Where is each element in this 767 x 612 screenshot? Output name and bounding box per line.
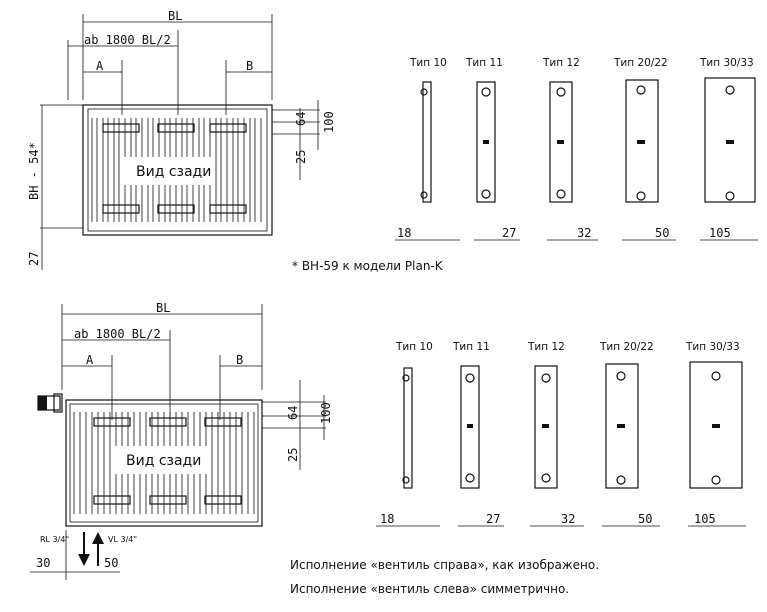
bottom-dim-30: 30: [36, 556, 50, 570]
top-depth-50: 50: [655, 226, 669, 240]
top-depth-27: 27: [502, 226, 516, 240]
top-b-label: B: [246, 59, 253, 73]
note-valve-left: Исполнение «вентиль слева» симметрично.: [290, 582, 570, 596]
bottom-type-profiles: Тип 10 Тип 11 Тип 12 Тип 20/22 Тип 30/33…: [376, 341, 746, 527]
top-type-11: Тип 11: [465, 57, 503, 69]
bottom-bl-label: BL: [156, 301, 170, 315]
top-depth-105: 105: [709, 226, 731, 240]
top-dim-27: 27: [27, 252, 41, 266]
bottom-dim-64: 64: [286, 406, 300, 420]
rl-label: RL 3/4": [40, 535, 69, 544]
bottom-ab-label: ab 1800 BL/2: [74, 327, 161, 341]
bottom-depth-105: 105: [694, 512, 716, 526]
bottom-dim-100: 100: [319, 402, 333, 424]
bottom-b-label: B: [236, 353, 243, 367]
bottom-type-12: Тип 12: [527, 341, 565, 353]
bottom-depth-50: 50: [638, 512, 652, 526]
bottom-radiator-drawing: BL ab 1800 BL/2 A B Вид сзади 64: [30, 301, 333, 580]
top-dim-bh: BH - 54*: [27, 142, 41, 200]
top-radiator-drawing: BL ab 1800 BL/2 A B Вид сзади: [27, 9, 336, 270]
top-ab-label: ab 1800 BL/2: [84, 33, 171, 47]
vl-label: VL 3/4": [108, 535, 137, 544]
top-type-10: Тип 10: [409, 57, 447, 69]
bottom-type-10: Тип 10: [395, 341, 433, 353]
top-dim-25: 25: [294, 150, 308, 164]
top-depth-32: 32: [577, 226, 591, 240]
bottom-depth-27: 27: [486, 512, 500, 526]
top-dim-64: 64: [294, 112, 308, 126]
top-type-30-33: Тип 30/33: [699, 57, 754, 69]
top-a-label: A: [96, 59, 104, 73]
bottom-type-11: Тип 11: [452, 341, 490, 353]
bottom-type-30-33: Тип 30/33: [685, 341, 740, 353]
top-type-12: Тип 12: [542, 57, 580, 69]
bottom-a-label: A: [86, 353, 94, 367]
bottom-dim-25: 25: [286, 448, 300, 462]
top-dim-100: 100: [322, 111, 336, 133]
bottom-rear-view-label: Вид сзади: [126, 453, 201, 469]
bottom-dim-50: 50: [104, 556, 118, 570]
bottom-type-20-22: Тип 20/22: [599, 341, 654, 353]
top-bl-label: BL: [168, 9, 182, 23]
top-footnote: * BH-59 к модели Plan-K: [292, 259, 444, 273]
top-depth-18: 18: [397, 226, 411, 240]
top-type-profiles: Тип 10 Тип 11 Тип 12 Тип 20/22 Тип 30/33…: [395, 57, 758, 241]
bottom-depth-32: 32: [561, 512, 575, 526]
bottom-depth-18: 18: [380, 512, 394, 526]
top-rear-view-label: Вид сзади: [136, 164, 211, 180]
note-valve-right: Исполнение «вентиль справа», как изображ…: [290, 558, 600, 572]
top-type-20-22: Тип 20/22: [613, 57, 668, 69]
